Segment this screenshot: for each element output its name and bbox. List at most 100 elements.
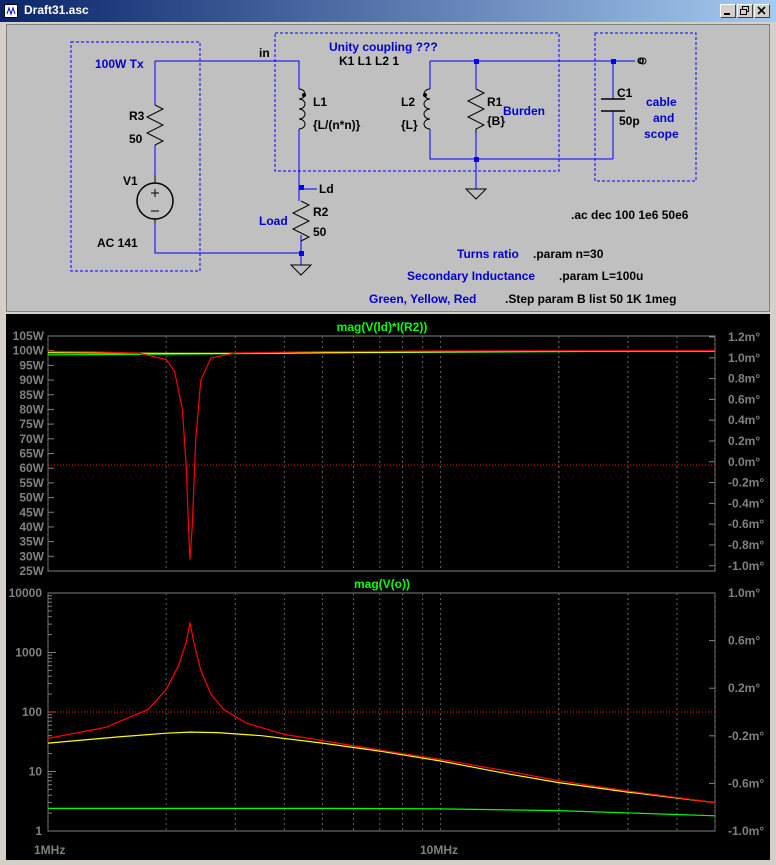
output-terminal[interactable] [639,57,647,65]
l2-name[interactable]: L2 [401,95,415,109]
y-tick-label: 1000 [15,646,42,660]
voltage-plot-y-ticks: 10000 1000 100 10 1 [9,586,43,838]
r2-value[interactable]: 50 [313,225,327,239]
l1-value[interactable]: {L/(n*n)} [313,118,361,132]
tx-box [70,41,201,272]
v1-source[interactable] [136,175,174,223]
cable-label-3[interactable]: scope [644,127,679,141]
unity-label[interactable]: Unity coupling ??? [329,40,438,54]
power-plot-grid [47,335,716,572]
r1-name[interactable]: R1 [487,95,503,109]
y2-tick-label: -0.2m° [728,476,764,490]
power-plot-traces[interactable] [47,350,715,560]
voltage-plot-grid [47,592,716,832]
r3-name[interactable]: R3 [129,109,145,123]
cable-box [594,32,697,182]
minimize-button[interactable] [720,4,736,18]
close-icon [757,6,766,15]
l2-dot [423,93,427,97]
y2-tick-label: -1.0m° [728,824,764,838]
burden-label[interactable]: Burden [503,104,545,118]
x-tick-10mhz: 10MHz [420,843,458,857]
out-net-label[interactable]: o [637,53,644,67]
y2-tick-label: 0.2m° [728,681,760,695]
y-tick-label: 10000 [9,586,43,600]
step-directive[interactable]: .Step param B list 50 1K 1meg [505,292,676,306]
y-tick-label: 10 [29,765,43,779]
waveform-canvas[interactable]: mag(V(ld)*I(R2)) 105W100W95W90W85W80W75W… [6,314,770,860]
r2-resistor[interactable] [291,200,311,242]
y2-tick-label: 1.0m° [728,586,760,600]
secondary-label[interactable]: Secondary Inductance [407,269,535,283]
turns-label[interactable]: Turns ratio [457,247,519,261]
voltage-plot-title[interactable]: mag(V(o)) [354,577,410,591]
y-tick-label: 80W [19,402,44,416]
y-tick-label: 100 [22,705,42,719]
y2-tick-label: -0.6m° [728,776,764,790]
r2-name[interactable]: R2 [313,205,329,219]
cable-label-2[interactable]: and [653,111,674,125]
r3-value[interactable]: 50 [129,132,143,146]
minimize-icon [724,13,730,15]
close-button[interactable] [754,4,770,18]
y-tick-label: 65W [19,447,44,461]
tx-label[interactable]: 100W Tx [95,57,144,71]
secondary-directive[interactable]: .param L=100u [559,269,643,283]
v1-value[interactable]: AC 141 [97,236,138,250]
green-trace[interactable] [48,807,716,817]
r1-resistor[interactable] [466,88,486,133]
y-tick-label: 105W [13,329,45,343]
in-net-label[interactable]: in [259,46,270,60]
power-plot-y2-ticks: 1.2m°1.0m°0.8m°0.6m°0.4m°0.2m°0.0m°-0.2m… [709,330,764,573]
y-tick-label: 100W [13,344,45,358]
power-plot-title[interactable]: mag(V(ld)*I(R2)) [337,320,428,334]
red-trace[interactable] [47,622,716,804]
voltage-plot-traces[interactable] [47,622,716,817]
y2-tick-label: -0.6m° [728,517,764,531]
l2-value[interactable]: {L} [401,118,418,132]
r3-resistor[interactable] [145,104,165,146]
y-tick-label: 75W [19,417,44,431]
y-tick-label: 45W [19,505,44,519]
title-bar: Draft31.asc [0,0,776,22]
y-tick-label: 35W [19,535,44,549]
c1-capacitor[interactable] [601,98,625,112]
schematic-pane[interactable]: 100W Tx in Unity coupling ??? K1 L1 L2 1… [6,24,770,312]
y2-tick-label: 0.0m° [728,455,760,469]
voltage-plot-y2-ticks: 1.0m°0.6m°0.2m°-0.2m°-0.6m°-1.0m° [709,586,764,838]
schematic-canvas[interactable]: 100W Tx in Unity coupling ??? K1 L1 L2 1… [7,25,769,311]
y-tick-label: 25W [19,564,44,578]
y-tick-label: 85W [19,388,44,402]
cable-label-1[interactable]: cable [646,95,677,109]
y2-tick-label: 0.6m° [728,392,760,406]
y2-tick-label: -0.8m° [728,538,764,552]
restore-button[interactable] [737,4,753,18]
c1-value[interactable]: 50p [619,114,640,128]
app-icon [4,4,18,18]
red-trace[interactable] [47,350,715,560]
yellow-trace[interactable] [47,731,716,804]
step-label[interactable]: Green, Yellow, Red [369,292,476,306]
ld-net-label[interactable]: Ld [319,182,334,196]
transformer-box [274,32,560,172]
l1-name[interactable]: L1 [313,95,327,109]
ac-directive[interactable]: .ac dec 100 1e6 50e6 [571,208,689,222]
v1-name[interactable]: V1 [123,174,138,188]
load-label[interactable]: Load [259,214,288,228]
y2-tick-label: 0.4m° [728,413,760,427]
y-tick-label: 95W [19,358,44,372]
ground-symbol [289,264,313,276]
y-tick-label: 70W [19,432,44,446]
y2-tick-label: -1.0m° [728,559,764,573]
c1-name[interactable]: C1 [617,86,633,100]
y-tick-label: 55W [19,476,44,490]
y-tick-label: 90W [19,373,44,387]
window-title: Draft31.asc [24,3,89,17]
y2-tick-label: 0.8m° [728,372,760,386]
turns-directive[interactable]: .param n=30 [533,247,604,261]
y2-tick-label: 0.2m° [728,434,760,448]
y-tick-label: 1 [35,824,42,838]
r1-value[interactable]: {B} [487,114,505,128]
coupling-directive[interactable]: K1 L1 L2 1 [339,54,399,68]
